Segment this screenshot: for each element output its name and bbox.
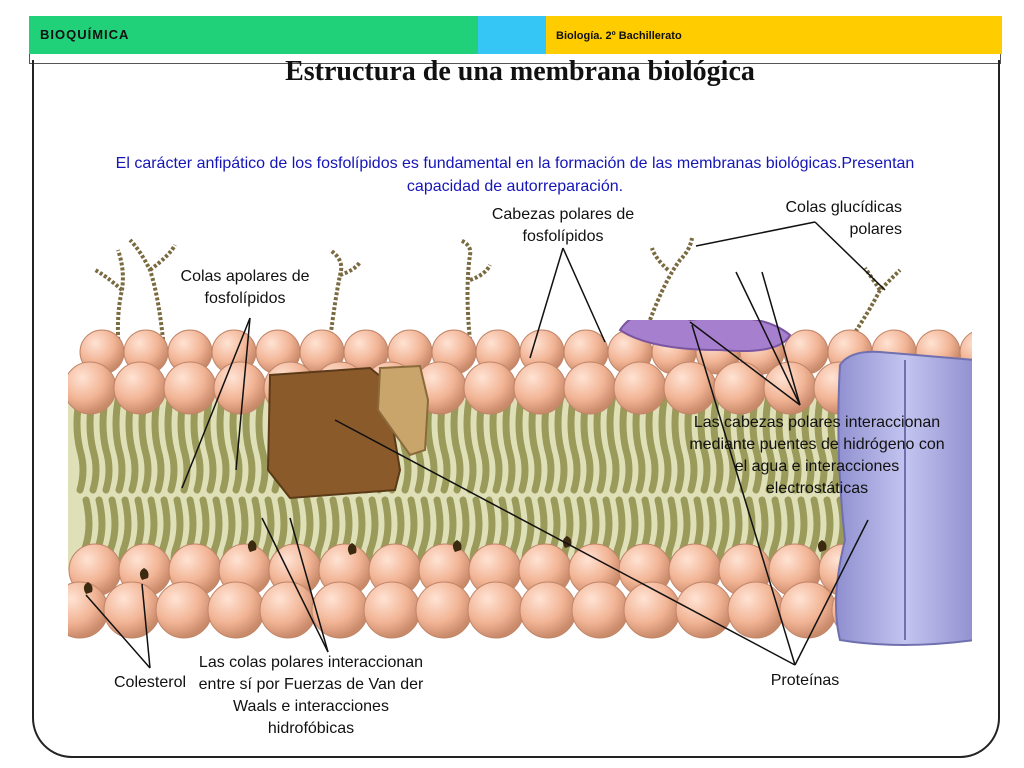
header-band-middle <box>478 16 548 58</box>
lipid-tail-upper <box>463 391 477 494</box>
label-pointer-lines <box>85 221 886 669</box>
cholesterol-mark <box>83 582 93 594</box>
phospholipid-head <box>207 581 265 639</box>
phospholipid-head <box>675 581 733 639</box>
lipid-tail-upper <box>112 391 126 494</box>
lipid-tail-upper <box>749 391 763 494</box>
phospholipid-head <box>613 361 667 415</box>
label-cabezas-interaccion: Las cabezas polares interaccionan median… <box>689 414 945 497</box>
cholesterol-mark <box>347 543 357 555</box>
phospholipid-head <box>155 581 213 639</box>
lipid-tail-upper <box>697 391 711 494</box>
lipid-tail-upper <box>151 391 165 494</box>
lipid-tail-upper <box>73 391 87 494</box>
lipid-tail-upper <box>515 391 529 494</box>
cholesterol-mark <box>817 540 827 552</box>
phospholipid-head <box>68 361 117 415</box>
label-colas-interaccion: Las colas polares interaccionan entre sí… <box>198 654 424 737</box>
header-band-left <box>29 16 481 54</box>
brown-protein <box>266 366 402 500</box>
lipid-tail-upper <box>164 391 178 494</box>
phospholipid-head <box>519 581 577 639</box>
label-colas-glucidicas: Colas glucídicas polares <box>785 199 903 238</box>
lipid-tail-upper <box>762 391 776 494</box>
phospholipid-head <box>463 361 517 415</box>
header-underline <box>29 54 1001 64</box>
label-colas-apolares: Colas apolares de fosfolípidos <box>180 268 310 307</box>
lipid-tail-upper <box>216 391 230 494</box>
lipid-tail-upper <box>710 391 724 494</box>
phospholipid-head <box>571 581 629 639</box>
section-title-left: BIOQUÍMICA <box>40 27 130 42</box>
section-title-right: Biología. 2º Bachillerato <box>556 30 682 42</box>
lipid-tail-upper <box>567 391 581 494</box>
lipid-tail-lower <box>980 500 986 575</box>
header-band-right <box>546 16 1002 54</box>
phospholipid-head <box>513 361 567 415</box>
lipid-tail-upper <box>658 391 672 494</box>
phospholipid-head <box>663 361 717 415</box>
lipid-tail-upper <box>99 391 113 494</box>
cholesterol-mark <box>247 540 257 552</box>
lipid-tail-upper <box>606 391 620 494</box>
lipid-tail-upper <box>450 391 464 494</box>
phospholipid-head <box>311 581 369 639</box>
lipid-tail-upper <box>814 391 828 494</box>
intro-text: El carácter anfipático de los fosfolípid… <box>115 155 915 195</box>
lipid-tail-upper <box>255 391 269 494</box>
slide-frame <box>32 60 1000 758</box>
label-cabezas-polares: Cabezas polares de fosfolípidos <box>491 206 635 245</box>
label-proteinas: Proteínas <box>770 672 840 689</box>
phospholipid-head <box>623 581 681 639</box>
phospholipid-head <box>363 581 421 639</box>
lipid-tail-upper <box>671 391 685 494</box>
phospholipid-head <box>727 581 785 639</box>
cholesterol-mark <box>139 568 149 580</box>
tan-protein <box>376 364 430 457</box>
cholesterol-mark <box>452 540 462 552</box>
page-title: Estructura de una membrana biológica <box>285 56 755 87</box>
cholesterol-molecules <box>83 536 827 594</box>
lipid-tail-upper <box>424 391 438 494</box>
lipid-tail-upper <box>801 391 815 494</box>
phospholipid-head <box>713 361 767 415</box>
lipid-tail-upper <box>619 391 633 494</box>
lipid-tail-upper <box>502 391 516 494</box>
phospholipid-head <box>103 581 161 639</box>
phospholipid-head <box>968 556 972 584</box>
lipid-tail-upper <box>554 391 568 494</box>
phospholipid-head <box>467 581 525 639</box>
phospholipid-head <box>163 361 217 415</box>
phospholipid-head <box>113 361 167 415</box>
phospholipid-head <box>563 361 617 415</box>
lipid-tail-upper <box>203 391 217 494</box>
label-colesterol: Colesterol <box>113 674 187 691</box>
purple-protein <box>618 320 792 352</box>
lipid-tail-upper <box>970 403 972 443</box>
phospholipid-head <box>415 581 473 639</box>
phospholipid-head <box>779 581 837 639</box>
